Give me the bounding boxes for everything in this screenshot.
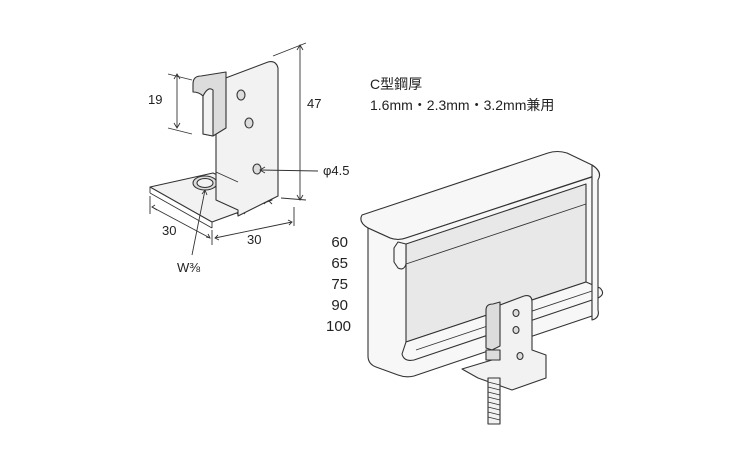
channel-size: 100 [326, 318, 352, 335]
clamp-nut [485, 349, 501, 361]
spec-thickness: 1.6mm・2.3mm・3.2mm兼用 [370, 97, 555, 113]
clamp-hole [512, 308, 520, 318]
clamp-hole [516, 351, 524, 361]
clamp-hole [512, 325, 520, 335]
bracket-vertical-plate [214, 61, 279, 217]
dim-height-total: 47 [307, 96, 322, 111]
dim-height-small: 19 [148, 92, 163, 107]
channel-size-list: 60 65 75 90 100 [326, 232, 352, 337]
channel-end-profile [591, 164, 601, 321]
spec-title: C型鋼厚 [370, 76, 423, 92]
dim-hole-diameter: φ4.5 [323, 163, 350, 178]
channel-assembly [360, 150, 604, 425]
rod-threads [487, 381, 501, 421]
plate-hole [244, 117, 254, 129]
channel-size: 60 [331, 234, 348, 251]
channel-size: 90 [331, 297, 348, 314]
dim-base-depth: 30 [247, 232, 262, 247]
plate-hole [252, 163, 262, 175]
dim-thread: W⅜ [177, 260, 201, 275]
dim-base-width: 30 [162, 223, 177, 238]
plate-hole [236, 89, 246, 101]
bracket-detail [149, 42, 319, 256]
channel-size: 65 [331, 255, 348, 272]
clamp-bracket [461, 295, 547, 391]
channel-size: 75 [331, 276, 348, 293]
